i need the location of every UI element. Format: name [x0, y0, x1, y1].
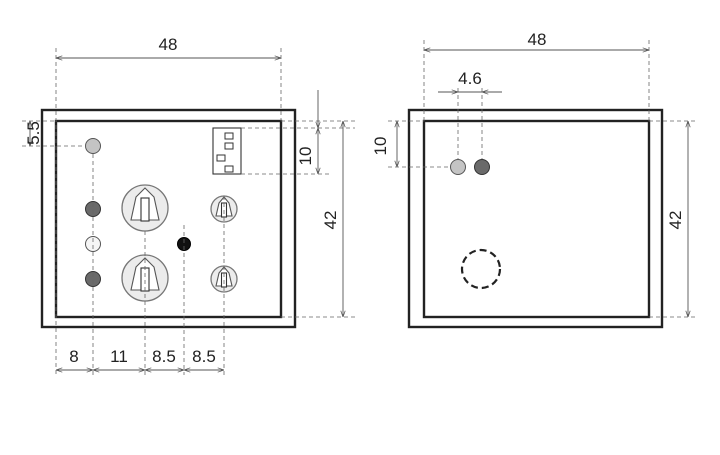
rotary-knob-icon — [121, 254, 169, 302]
connector-icon — [212, 127, 242, 175]
led-indicator — [85, 138, 101, 154]
led-indicator — [85, 236, 101, 252]
rear-outer-frame — [407, 108, 664, 329]
dimension-label: 48 — [159, 35, 178, 54]
front-view: 48 5.5 10 42 8 11 8.5 8.5 — [22, 35, 355, 375]
rear-extension-lines — [388, 40, 695, 318]
cutout-circle — [460, 248, 502, 290]
dimension-label: 5.5 — [24, 121, 43, 145]
led-indicator — [85, 201, 101, 217]
dimension-label: 48 — [528, 30, 547, 49]
led-indicator — [177, 237, 191, 251]
dimension-label: 8 — [69, 347, 78, 366]
dimension-label: 10 — [371, 137, 390, 156]
front-outer-frame — [40, 108, 297, 329]
dimension-label: 42 — [666, 211, 685, 230]
dimension-label: 8.5 — [192, 347, 216, 366]
dimension-label: 8.5 — [152, 347, 176, 366]
dimension-label: 4.6 — [458, 69, 482, 88]
led-indicator — [474, 159, 490, 175]
dimension-label: 10 — [296, 147, 315, 166]
rear-panel — [422, 119, 651, 319]
led-indicator — [450, 159, 466, 175]
rotary-knob-icon — [121, 184, 169, 232]
dimension-label: 42 — [321, 211, 340, 230]
rear-view: 48 4.6 10 42 — [371, 30, 695, 329]
dimension-label: 11 — [110, 347, 128, 366]
led-indicator — [85, 271, 101, 287]
